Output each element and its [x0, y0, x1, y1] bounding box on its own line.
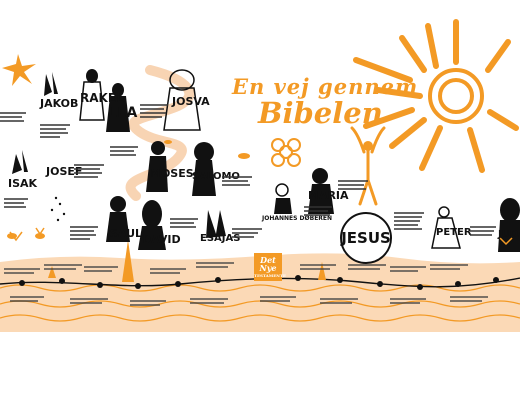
risen-figure — [350, 126, 386, 206]
timeline-markers — [19, 275, 499, 290]
timeline-entry — [390, 298, 430, 306]
star-dots — [50, 196, 66, 222]
timeline-entry — [84, 266, 124, 274]
label-salomo: SALOMO — [192, 171, 240, 182]
timeline-entry — [70, 298, 110, 306]
label-jesus: JESUS — [340, 212, 392, 264]
star-icon — [2, 54, 36, 86]
text-block — [4, 198, 34, 210]
timeline-entry — [348, 264, 388, 272]
orange-spires — [48, 240, 326, 282]
timeline-entry — [390, 266, 430, 274]
text-block — [40, 124, 70, 140]
timeline-entry — [260, 296, 300, 304]
timeline-entry — [450, 296, 490, 304]
label-moses: MOSES — [150, 167, 194, 180]
text-block — [304, 206, 334, 218]
label-rakel: RAKEL — [80, 91, 124, 105]
text-block — [170, 218, 200, 230]
new-testament-badge: Det Nye TESTAMENTE — [254, 253, 286, 281]
leaf-decorations — [7, 140, 509, 239]
label-judas: JUDAS — [498, 229, 520, 240]
timeline-entry — [430, 264, 470, 272]
text-block — [232, 228, 262, 240]
badge-line1: Det — [260, 255, 276, 265]
text-block — [74, 164, 104, 180]
label-josva: JOSVA — [172, 95, 210, 108]
label-josef: JOSEF — [46, 165, 83, 178]
label-saul: SAUL — [110, 227, 143, 240]
flower-illustration — [271, 138, 301, 167]
label-isak: ISAK — [8, 177, 38, 190]
text-block — [394, 212, 424, 232]
timeline-entry — [320, 298, 360, 306]
label-david: DAVID — [142, 233, 181, 246]
text-block — [70, 226, 100, 242]
label-maria: MARIA — [308, 189, 349, 202]
timeline-entry — [196, 262, 236, 270]
text-block — [0, 112, 30, 124]
text-block — [110, 146, 140, 158]
text-block — [140, 104, 170, 120]
timeline-entry — [10, 296, 50, 304]
label-esajas: ESAJAS — [200, 233, 241, 244]
timeline-entry — [150, 268, 190, 276]
timeline-entry — [130, 300, 170, 308]
label-johannes-doberen: JOHANNES DØBEREN — [262, 215, 333, 222]
timeline-entry — [4, 268, 44, 276]
timeline-entry — [300, 264, 340, 272]
badge-line3: TESTAMENTE — [254, 273, 286, 278]
sun-illustration — [353, 19, 519, 173]
text-block — [338, 180, 368, 192]
badge-line2: Nye — [259, 263, 277, 273]
label-jakob: JAKOB — [40, 97, 79, 110]
label-peter: PETER — [436, 227, 472, 238]
text-block — [470, 226, 500, 238]
text-block — [222, 176, 252, 188]
label-lea: LEA — [108, 105, 138, 121]
poster-title-line1: En vej gennem — [232, 74, 419, 99]
poster-title-line2: Bibelen — [258, 96, 383, 130]
timeline-entry — [44, 264, 84, 272]
bird-icons — [9, 227, 513, 246]
timeline-entry — [190, 298, 230, 306]
